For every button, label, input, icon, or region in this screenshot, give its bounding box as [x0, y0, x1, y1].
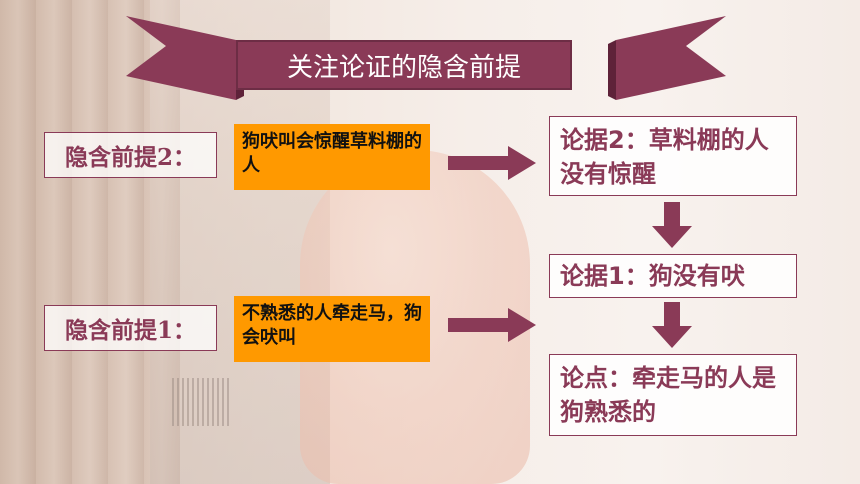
- premise-1-content: 不熟悉的人牵走马，狗会吠叫: [234, 296, 430, 362]
- arrow-down-icon: [652, 302, 692, 348]
- arrow-right-icon: [448, 308, 536, 342]
- premise-2-label: 隐含前提2：: [44, 132, 217, 178]
- background-barcode: [172, 378, 230, 426]
- arrow-down-icon: [652, 202, 692, 248]
- evidence-1-box: 论据1：狗没有吠: [549, 254, 797, 298]
- thesis-box: 论点：牵走马的人是狗熟悉的: [549, 354, 797, 436]
- page-title: 关注论证的隐含前提: [236, 40, 572, 90]
- premise-1-label: 隐含前提1：: [44, 305, 217, 351]
- evidence-2-box: 论据2：草料棚的人没有惊醒: [549, 116, 797, 196]
- premise-2-content: 狗吠叫会惊醒草料棚的人: [234, 124, 430, 190]
- arrow-right-icon: [448, 146, 536, 180]
